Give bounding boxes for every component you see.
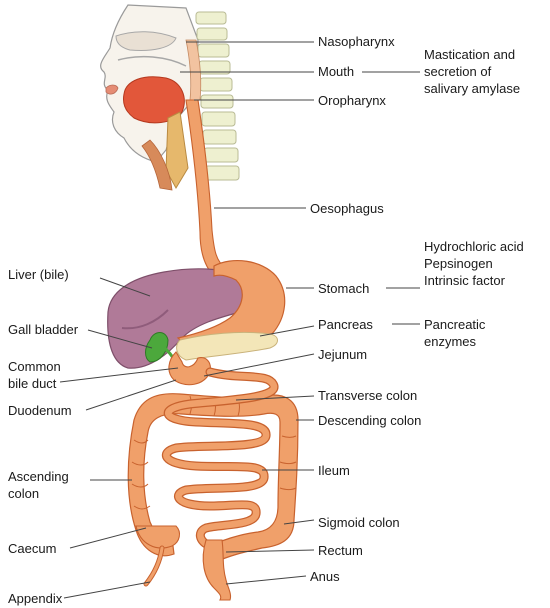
function-pancreas-line1: Pancreatic [424,316,485,333]
label-gall-bladder: Gall bladder [8,321,78,338]
label-common-bile-duct-line1: Common [8,358,61,375]
label-common-bile-duct-line2: bile duct [8,375,61,392]
label-pancreas: Pancreas [318,316,373,333]
label-duodenum: Duodenum [8,402,72,419]
function-mouth: Mastication and secretion of salivary am… [424,46,520,97]
label-stomach: Stomach [318,280,369,297]
function-pancreas: Pancreatic enzymes [424,316,485,350]
label-ascending-colon-line2: colon [8,485,69,502]
label-nasopharynx: Nasopharynx [318,33,395,50]
label-caecum: Caecum [8,540,56,557]
label-rectum: Rectum [318,542,363,559]
label-transverse-colon: Transverse colon [318,387,417,404]
function-stomach-line1: Hydrochloric acid [424,238,524,255]
label-anus: Anus [310,568,340,585]
function-pancreas-line2: enzymes [424,333,485,350]
function-mouth-line2: secretion of [424,63,520,80]
label-appendix: Appendix [8,590,62,607]
function-stomach: Hydrochloric acid Pepsinogen Intrinsic f… [424,238,524,289]
label-oropharynx: Oropharynx [318,92,386,109]
head-region [101,5,239,190]
label-ileum: Ileum [318,462,350,479]
label-oesophagus: Oesophagus [310,200,384,217]
label-ascending-colon-line1: Ascending [8,468,69,485]
function-mouth-line1: Mastication and [424,46,520,63]
function-stomach-line2: Pepsinogen [424,255,524,272]
label-ascending-colon: Ascending colon [8,468,69,502]
label-sigmoid-colon: Sigmoid colon [318,514,400,531]
label-liver: Liver (bile) [8,266,69,283]
label-mouth: Mouth [318,63,354,80]
function-mouth-line3: salivary amylase [424,80,520,97]
function-stomach-line3: Intrinsic factor [424,272,524,289]
label-jejunum: Jejunum [318,346,367,363]
label-common-bile-duct: Common bile duct [8,358,61,392]
label-descending-colon: Descending colon [318,412,421,429]
